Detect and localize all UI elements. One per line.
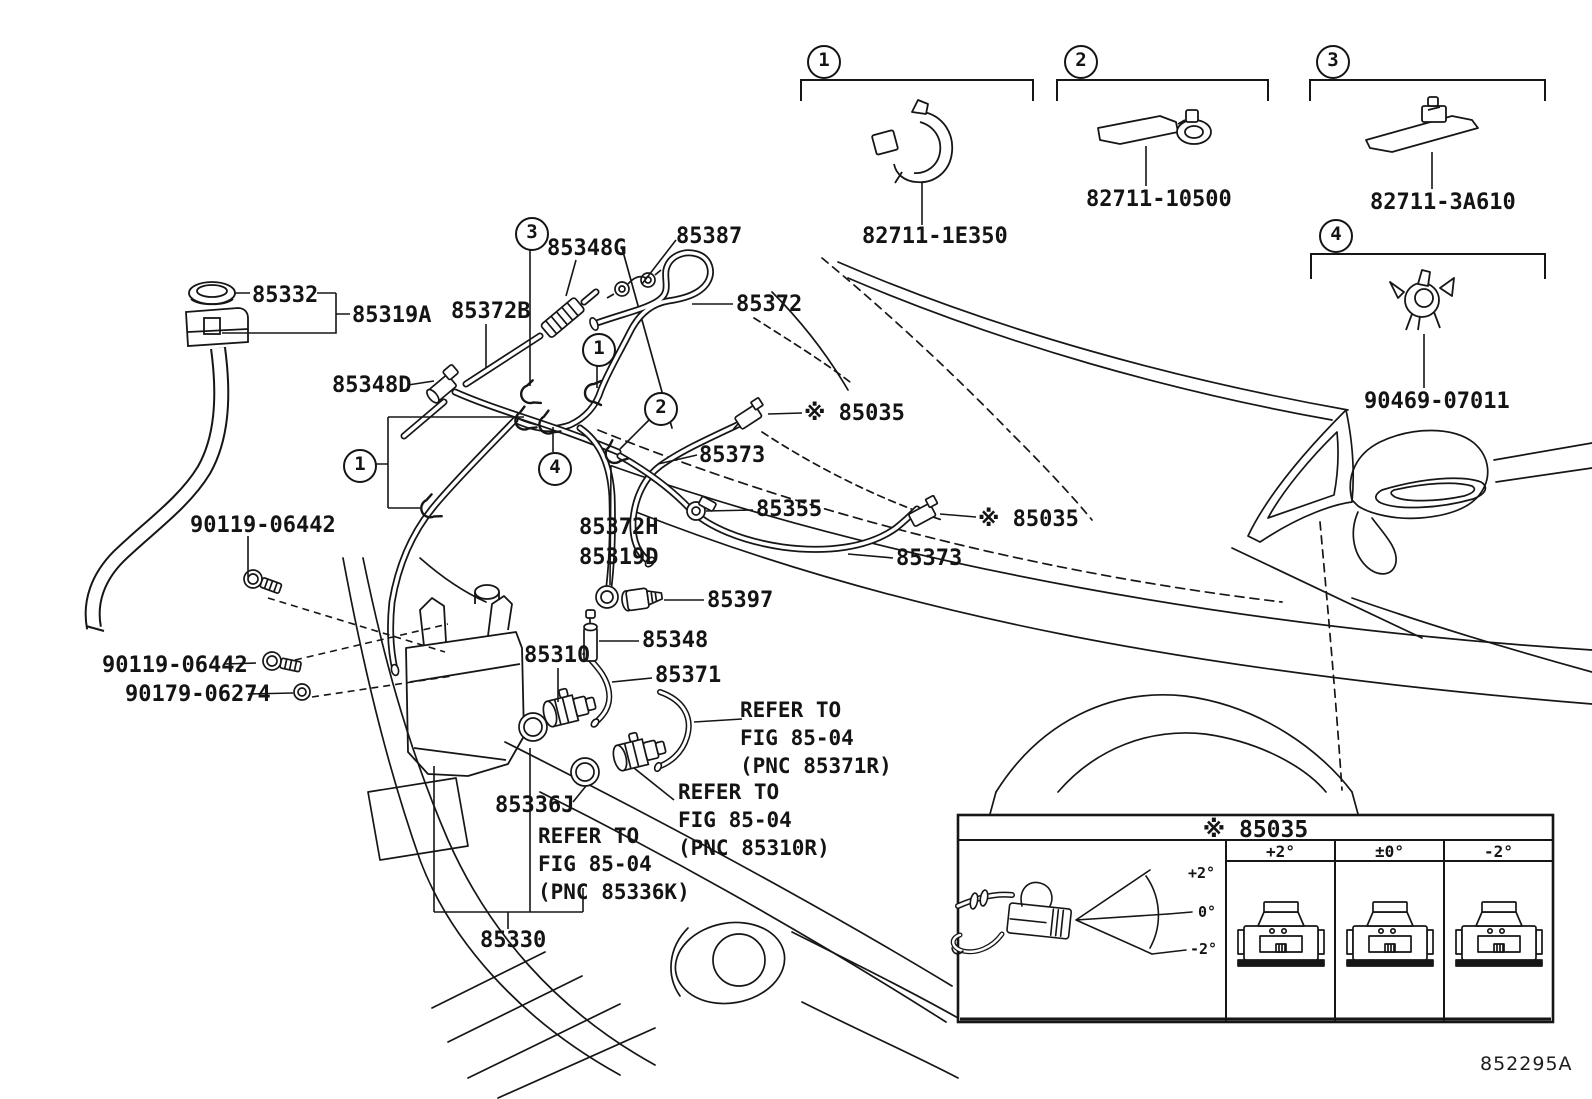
nozzle-side-view-drawing: [950, 869, 1193, 955]
refer-note-85371r-line1: REFER TO: [740, 698, 842, 722]
part-label-85372H: 85372H: [579, 515, 659, 540]
refer-note-85310r-line2: FIG 85-04: [678, 808, 792, 832]
car-body-outline: [342, 247, 1592, 1099]
refer-note-85336k-line1: REFER TO: [538, 824, 640, 848]
part-label-90469-07011: 90469-07011: [1364, 389, 1510, 414]
part-label-85387: 85387: [676, 224, 743, 249]
fan-angle-label-zero: 0°: [1198, 903, 1217, 921]
part-label-85355: 85355: [756, 497, 823, 522]
refer-note-85336k-line3: (PNC 85336K): [538, 880, 690, 904]
refer-note-85310r-line1: REFER TO: [678, 780, 780, 804]
leader-lines: [222, 79, 1546, 929]
fan-angle-label-plus2: +2°: [1188, 864, 1216, 882]
part-label-85397: 85397: [707, 588, 774, 613]
part-label-82711-3A610: 82711-3A610: [1370, 190, 1516, 215]
washer-pumps: [518, 687, 667, 787]
nozzle-front-view-minus2: [1455, 901, 1543, 967]
nozzle-table-title: ※ 85035: [1202, 817, 1309, 843]
part-label-85348G: 85348G: [547, 236, 627, 261]
part-label-85371: 85371: [655, 663, 722, 688]
part-label-82711-10500: 82711-10500: [1086, 187, 1232, 212]
part-label-82711-1E350: 82711-1E350: [862, 224, 1008, 249]
part-label-85336J: 85336J: [495, 793, 575, 818]
callout-circle-1-legend: 1: [807, 45, 841, 79]
nozzle-front-view-zero: [1346, 901, 1434, 967]
hose-clips: [420, 379, 629, 519]
figure-code: 852295A: [1480, 1053, 1573, 1075]
clip-part-drawings: [871, 96, 1479, 331]
part-label-85310: 85310: [524, 643, 591, 668]
refer-note-85371r-line3: (PNC 85371R): [740, 754, 892, 778]
callout-circle-1-diagram: 1: [582, 333, 616, 367]
part-label-85319D: 85319D: [579, 545, 659, 570]
mounting-bolts: [243, 569, 311, 701]
callout-circle-4-diagram: 4: [538, 452, 572, 486]
washer-hoses: [387, 249, 921, 773]
part-label-90119-06442-side: 90119-06442: [102, 653, 248, 678]
washer-tank-drawing: [405, 584, 525, 777]
part-label-85035-lh: ※ 85035: [804, 401, 905, 426]
part-label-85348D: 85348D: [332, 373, 412, 398]
callout-circle-3-diagram: 3: [515, 217, 549, 251]
nozzle-table-header-minus2: -2°: [1484, 842, 1513, 861]
fan-angle-label-minus2: -2°: [1190, 940, 1218, 958]
part-label-85373-lh: 85373: [699, 443, 766, 468]
nozzle-front-view-plus2: [1237, 901, 1325, 967]
callout-circle-2-diagram: 2: [644, 392, 678, 426]
callout-circle-4-legend: 4: [1319, 219, 1353, 253]
nozzle-table-header-plus2: +2°: [1266, 842, 1295, 861]
callout-circle-2-legend: 2: [1064, 45, 1098, 79]
part-label-85348: 85348: [642, 628, 709, 653]
part-label-85332: 85332: [252, 283, 319, 308]
nozzle-table-frame: [956, 813, 1555, 1024]
nozzle-table-header-zero: ±0°: [1375, 842, 1404, 861]
part-label-85372B: 85372B: [451, 299, 531, 324]
hose-fittings: [426, 269, 939, 662]
part-label-85330: 85330: [480, 928, 547, 953]
refer-note-85371r-line2: FIG 85-04: [740, 726, 854, 750]
part-label-85373-rh: 85373: [896, 546, 963, 571]
part-label-85372: 85372: [736, 292, 803, 317]
refer-note-85310r-line3: (PNC 85310R): [678, 836, 830, 860]
part-label-85035-rh: ※ 85035: [978, 507, 1079, 532]
refer-note-85336k-line2: FIG 85-04: [538, 852, 652, 876]
part-label-85319A: 85319A: [352, 303, 432, 328]
callout-circle-3-legend: 3: [1316, 45, 1350, 79]
callout-circle-1-bracket: 1: [343, 449, 377, 483]
filler-neck-drawing: [84, 281, 249, 632]
part-label-90119-06442-top: 90119-06442: [190, 513, 336, 538]
part-label-90179-06274: 90179-06274: [125, 682, 271, 707]
